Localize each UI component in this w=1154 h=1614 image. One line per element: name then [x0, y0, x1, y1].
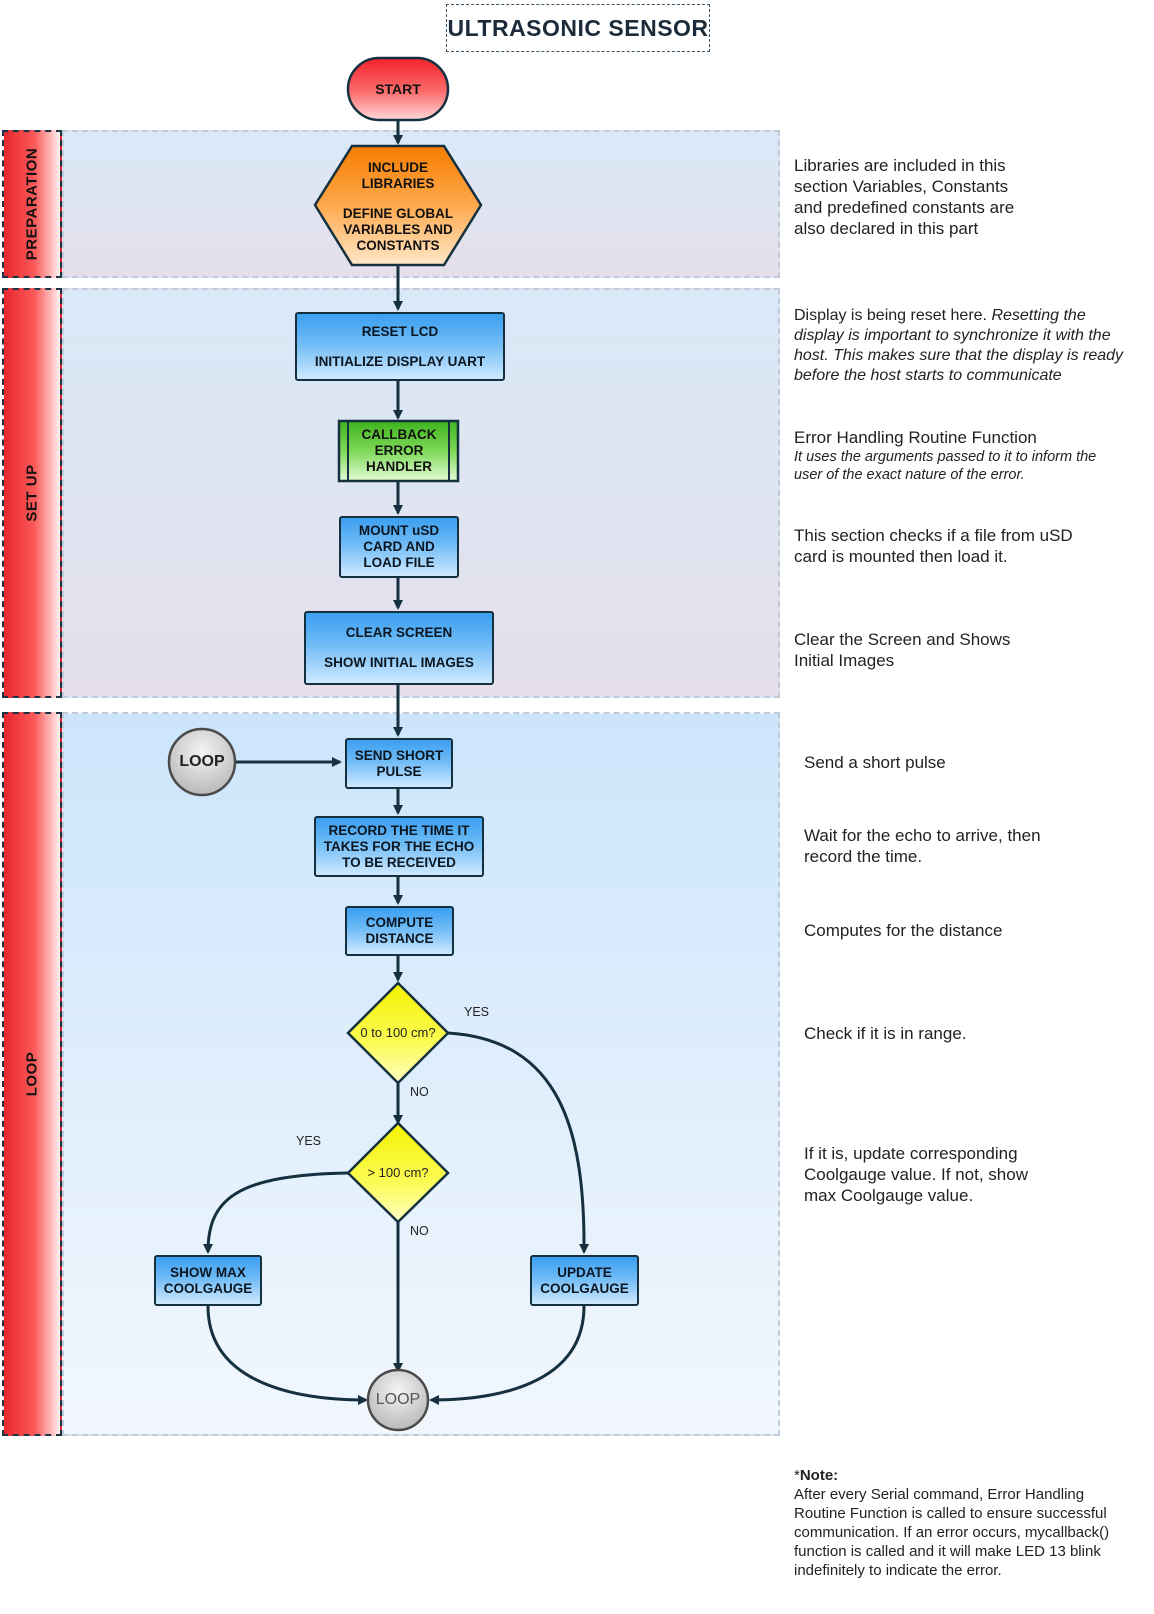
show-max-box: SHOW MAX COOLGAUGE [154, 1255, 262, 1306]
loop-end-circle [366, 1368, 430, 1432]
include-libraries-label: INCLUDE LIBRARIES DEFINE GLOBAL VARIABLE… [330, 156, 466, 258]
reset-lcd-text: RESET LCD [361, 323, 439, 339]
label-range-yes: YES [464, 1005, 490, 1019]
show-images-text: SHOW INITIAL IMAGES [324, 655, 474, 670]
footnote-body: After every Serial command, Error Handli… [794, 1486, 1110, 1579]
arrow-range-yes [447, 1031, 590, 1254]
footnote-heading: *Note: [794, 1466, 1139, 1485]
diagram-title: ULTRASONIC SENSOR [446, 4, 710, 52]
footnote: *Note: After every Serial command, Error… [794, 1466, 1139, 1580]
compute-distance-box: COMPUTE DISTANCE [345, 906, 454, 956]
callback-process [337, 419, 460, 483]
start-terminator [346, 56, 450, 122]
footnote-title: Note: [799, 1467, 839, 1484]
note-echo: Wait for the echo to arrive, then record… [804, 826, 1041, 866]
arrow-show-to-loop [206, 1305, 368, 1405]
arrow-update-to-loop [429, 1305, 586, 1405]
note-error: Error Handling Routine Function It uses … [794, 427, 1114, 484]
compute-distance-text: COMPUTE DISTANCE [365, 915, 434, 946]
loop-start-label: LOOP [179, 753, 225, 770]
mount-usd-text: MOUNT uSD CARD AND LOAD FILE [358, 523, 440, 570]
include-libraries-text: INCLUDE LIBRARIES [361, 160, 435, 191]
decision-range-shape [346, 981, 450, 1085]
label-over-yes: YES [296, 1134, 322, 1148]
lane-label-preparation: PREPARATION [2, 130, 62, 278]
lane-label-setup: SET UP [2, 288, 62, 698]
record-time-box: RECORD THE TIME IT TAKES FOR THE ECHO TO… [314, 816, 484, 877]
note-reset-italic: Resetting the display is important to sy… [794, 307, 1124, 384]
update-gauge-text: UPDATE COOLGAUGE [540, 1264, 629, 1296]
update-gauge-box: UPDATE COOLGAUGE [530, 1255, 639, 1306]
decision-over-label: > 100 cm? [367, 1165, 429, 1180]
note-preparation: Libraries are included in this section V… [794, 156, 1015, 238]
lane-label-loop: LOOP [2, 712, 62, 1436]
loop-start-circle [167, 727, 237, 797]
decision-over-shape [346, 1121, 450, 1224]
note-pulse: Send a short pulse [804, 753, 946, 772]
footnote-star: * [794, 1467, 800, 1484]
callback-label: CALLBACK ERROR HANDLER [361, 427, 437, 474]
note-update: If it is, update corresponding Coolgauge… [804, 1144, 1028, 1205]
loop-end-label: LOOP [375, 1391, 421, 1408]
send-pulse-text: SEND SHORT PULSE [354, 747, 444, 779]
reset-lcd-box: RESET LCD INITIALIZE DISPLAY UART [295, 312, 505, 381]
define-globals-text: DEFINE GLOBAL VARIABLES AND CONSTANTS [342, 206, 454, 253]
start-label: START [375, 81, 421, 97]
note-mount: This section checks if a file from uSD c… [794, 526, 1073, 566]
init-uart-text: INITIALIZE DISPLAY UART [314, 353, 486, 369]
arrow-over-yes [203, 1171, 349, 1254]
send-pulse-box: SEND SHORT PULSE [345, 738, 453, 789]
record-time-text: RECORD THE TIME IT TAKES FOR THE ECHO TO… [323, 822, 475, 870]
clear-screen-text: CLEAR SCREEN [345, 625, 453, 640]
note-reset-text: Display is being reset here. [794, 307, 987, 324]
note-error-italic: It uses the arguments passed to it to in… [794, 449, 1097, 483]
note-range: Check if it is in range. [804, 1024, 967, 1043]
note-compute: Computes for the distance [804, 921, 1003, 940]
note-error-title: Error Handling Routine Function [794, 428, 1037, 447]
label-over-no: NO [410, 1224, 429, 1238]
preparation-hexagon [313, 144, 483, 267]
note-clear: Clear the Screen and Shows Initial Image… [794, 630, 1011, 670]
decision-range-label: 0 to 100 cm? [360, 1025, 436, 1040]
show-max-text: SHOW MAX COOLGAUGE [163, 1264, 253, 1296]
mount-usd-box: MOUNT uSD CARD AND LOAD FILE [339, 516, 459, 578]
clear-screen-box: CLEAR SCREEN SHOW INITIAL IMAGES [304, 611, 494, 685]
note-reset: Display is being reset here. Resetting t… [794, 306, 1134, 386]
label-range-no: NO [410, 1085, 429, 1099]
